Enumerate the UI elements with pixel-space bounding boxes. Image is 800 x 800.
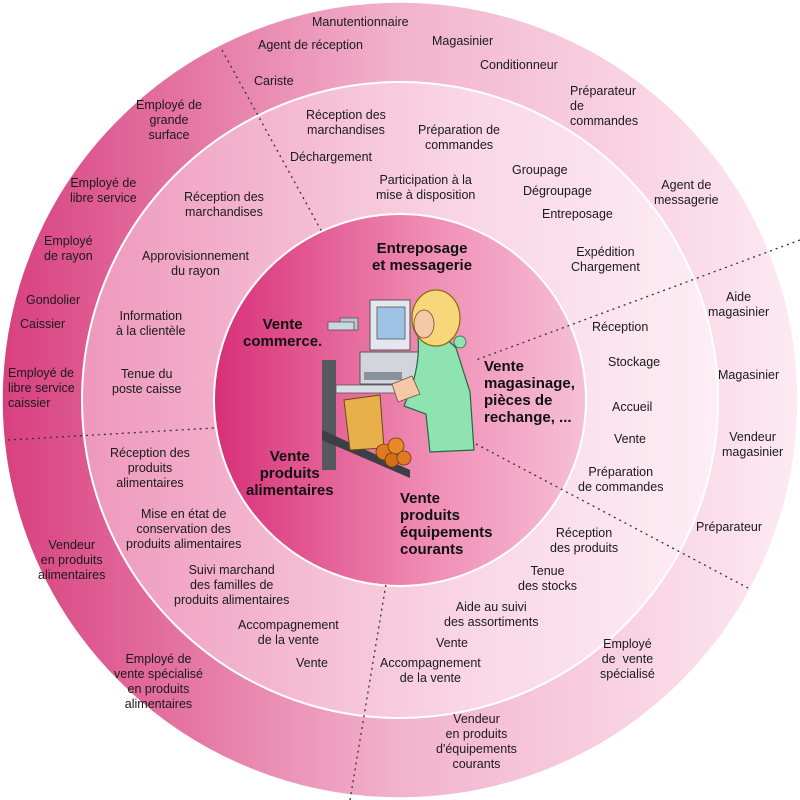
task-vente-bottom: Vente [436, 636, 468, 650]
task-preparation-commandes-top: Préparation de commandes [418, 123, 501, 152]
task-conservation: Mise en état de conservation des produit… [126, 507, 242, 551]
cashier-at-checkout-illustration [322, 289, 475, 478]
job-preparateur: Préparateur [696, 520, 763, 534]
task-reception-marchandises-top: Réception des marchandises [306, 108, 386, 137]
task-accueil: Accueil [612, 400, 653, 414]
task-reception-marchandises-left: Réception des marchandises [184, 190, 264, 219]
job-employe-libre-service: Employé de libre service [70, 176, 137, 205]
task-reception: Réception [592, 320, 649, 334]
task-preparation-commandes-right: Préparation de commandes [578, 465, 664, 494]
task-degroupage: Dégroupage [523, 184, 592, 198]
job-vendeur-alimentaires: Vendeur en produits alimentaires [38, 538, 106, 582]
task-stockage: Stockage [608, 355, 661, 369]
job-magasinier-right: Magasinier [718, 368, 780, 382]
job-employe-vente-specialise-alim: Employé de vente spécialisé en produits … [114, 652, 203, 711]
task-participation: Participation à la mise à disposition [376, 173, 476, 202]
job-cariste: Cariste [254, 74, 294, 88]
task-information: Information à la clientèle [116, 309, 186, 338]
sector-title-magasinage: Vente magasinage, pièces de rechange, ..… [484, 358, 575, 426]
task-vente-bottom-left: Vente [296, 656, 328, 670]
task-reception-produits: Réception des produits [550, 526, 619, 555]
task-suivi-marchand: Suivi marchand des familles de produits … [174, 563, 290, 607]
task-accompagnement-left: Accompagnement de la vente [238, 618, 339, 647]
task-expedition: Expédition Chargement [571, 245, 640, 274]
job-conditionneur: Conditionneur [480, 58, 558, 72]
task-tenue-caisse: Tenue du poste caisse [112, 367, 182, 396]
job-gondolier: Gondolier [26, 293, 81, 307]
task-entreposage: Entreposage [542, 207, 613, 221]
job-vendeur-magasinier: Vendeur magasinier [722, 430, 784, 459]
job-employe-rayon: Employé de rayon [44, 234, 93, 263]
sector-title-equipements: Vente produits équipements courants [400, 490, 493, 558]
sector-title-entreposage: Entreposage et messagerie [372, 240, 473, 274]
job-employe-grande-surface: Employé de grande surface [136, 98, 203, 142]
sector-dividers [7, 49, 800, 800]
task-accompagnement-bottom: Accompagnement de la vente [380, 656, 481, 685]
task-dechargement: Déchargement [290, 150, 372, 164]
task-vente-right: Vente [614, 432, 646, 446]
sector-title-alimentaires: Vente produits alimentaires [246, 448, 334, 499]
job-employe-libre-service-caissier: Employé de libre service caissier [8, 366, 75, 410]
job-manutentionnaire: Manutentionnaire [312, 15, 409, 29]
job-vendeur-equipements: Vendeur en produits d'équipements couran… [436, 712, 517, 771]
job-aide-magasinier: Aide magasinier [708, 290, 770, 319]
task-approvisionnement: Approvisionnement du rayon [142, 249, 250, 278]
task-groupage: Groupage [512, 163, 568, 177]
sector-title-commerce: Vente commerce. [243, 316, 323, 350]
task-tenue-stocks: Tenue des stocks [518, 564, 578, 593]
job-employe-vente-specialise: Employé de vente spécialisé [600, 637, 655, 681]
job-agent-reception: Agent de réception [258, 38, 363, 52]
job-agent-messagerie: Agent de messagerie [654, 178, 719, 207]
task-reception-produits-alim: Réception des produits alimentaires [110, 446, 190, 490]
task-aide-suivi: Aide au suivi des assortiments [444, 600, 539, 629]
job-caissier: Caissier [20, 317, 66, 331]
job-magasinier-top: Magasinier [432, 34, 494, 48]
job-preparateur-commandes: Préparateur de commandes [570, 84, 639, 128]
